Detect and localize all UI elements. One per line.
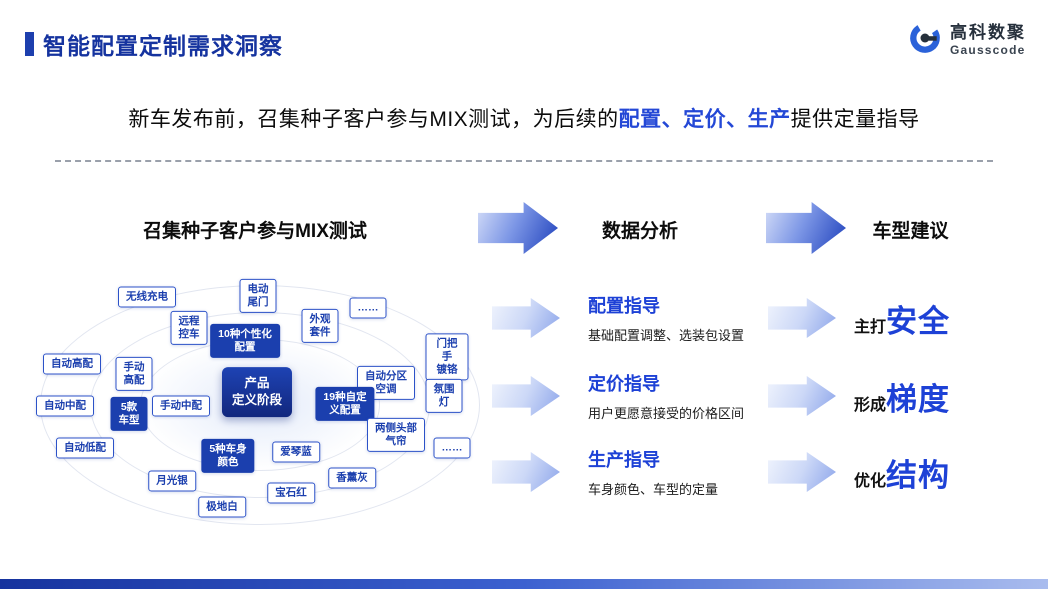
flow-arrow-icon: [478, 202, 558, 254]
diagram-node: 外观 套件: [301, 308, 339, 344]
suggestion-keyword: 安全: [886, 303, 951, 339]
divider-dashed-line: [55, 160, 993, 162]
subtitle-pre: 新车发布前，召集种子客户参与MIX测试，为后续的: [128, 108, 619, 131]
diagram-node: 手动中配: [152, 395, 210, 417]
diagram-node: 手动 高配: [115, 356, 153, 392]
flow-header-data-analysis: 数据分析: [601, 221, 678, 242]
flow-header-mix-test: 召集种子客户参与MIX测试: [143, 221, 367, 242]
brand-logo: 高科数聚 Gausscode: [907, 18, 1026, 57]
suggestion-keyword: 梯度: [886, 381, 951, 417]
brand-text: 高科数聚 Gausscode: [950, 18, 1026, 57]
subtitle-post: 提供定量指导: [790, 108, 920, 131]
bottom-accent-bar: [0, 579, 1048, 589]
diagram-node: 宝石红: [267, 482, 315, 504]
analysis-title: 生产指导: [588, 450, 660, 470]
step-arrow-icon: [492, 298, 560, 338]
analysis-row-pricing: 定价指导 用户更愿意接受的价格区间 形成 梯度: [492, 364, 1024, 428]
step-arrow-icon: [492, 376, 560, 416]
analysis-text-production: 生产指导 车身颜色、车型的定量: [588, 446, 760, 498]
analysis-text-config: 配置指导 基础配置调整、选装包设置: [588, 292, 760, 344]
diagram-node: 爱琴蓝: [272, 441, 320, 463]
diagram-node-category-config: 10种个性化 配置: [210, 323, 280, 359]
diagram-node: 自动低配: [56, 437, 114, 459]
diagram-node: 香薰灰: [328, 467, 376, 489]
diagram-center-node: 产品 定义阶段: [221, 367, 293, 417]
diagram-node-category-models: 5款 车型: [110, 396, 148, 432]
analysis-row-production: 生产指导 车身颜色、车型的定量 优化 结构: [492, 440, 1024, 504]
diagram-node: 自动分区 空调: [357, 365, 415, 401]
diagram-node: 两侧头部 气帘: [367, 417, 425, 453]
suggestion-prefix: 主打: [854, 318, 887, 336]
suggestion-prefix: 形成: [854, 396, 887, 414]
subtitle-highlight: 配置、定价、生产: [618, 108, 791, 131]
diagram-node: 自动高配: [43, 353, 101, 375]
suggestion-keyword: 结构: [886, 457, 951, 493]
diagram-node: 氛围 灯: [425, 378, 463, 414]
flow-arrow-icon: [766, 202, 846, 254]
gausscode-logo-icon: [910, 22, 940, 53]
diagram-node-category-colors: 5种车身 颜色: [201, 438, 255, 474]
suggestion-safety: 主打 安全: [854, 296, 1024, 341]
page-title: 智能配置定制需求洞察: [43, 33, 283, 59]
diagram-node: 门把手 镀铬: [425, 333, 469, 381]
analysis-row-config: 配置指导 基础配置调整、选装包设置 主打 安全: [492, 286, 1024, 350]
analysis-title: 配置指导: [588, 296, 660, 316]
analysis-text-pricing: 定价指导 用户更愿意接受的价格区间: [588, 370, 760, 422]
analysis-title: 定价指导: [588, 374, 660, 394]
diagram-node-category-custom-config: 19种自定 义配置: [315, 386, 375, 422]
diagram-node: 电动 尾门: [239, 278, 277, 314]
diagram-node: 极地白: [198, 496, 246, 518]
subtitle: 新车发布前，召集种子客户参与MIX测试，为后续的配置、定价、生产提供定量指导: [0, 103, 1048, 133]
step-arrow-icon: [492, 452, 560, 492]
step-arrow-icon: [768, 298, 836, 338]
diagram-node: 远程 控车: [170, 310, 208, 346]
diagram-node: 自动中配: [36, 395, 94, 417]
analysis-desc: 基础配置调整、选装包设置: [588, 328, 745, 343]
brand-name: 高科数聚: [950, 23, 1026, 42]
title-accent-bar: [25, 32, 34, 56]
diagram-node: 月光银: [148, 470, 196, 492]
suggestion-prefix: 优化: [854, 472, 887, 490]
page-title-block: 智能配置定制需求洞察: [25, 27, 283, 61]
diagram-node: ……: [349, 297, 387, 319]
diagram-node: ……: [433, 437, 471, 459]
suggestion-gradient: 形成 梯度: [854, 374, 1024, 419]
mix-test-diagram: 无线充电 电动 尾门 远程 控车 外观 套件 …… 10种个性化 配置 自动高配…: [30, 255, 490, 545]
suggestion-structure: 优化 结构: [854, 450, 1024, 495]
brand-subname: Gausscode: [950, 43, 1026, 57]
step-arrow-icon: [768, 376, 836, 416]
flow-header-model-suggestion: 车型建议: [872, 221, 949, 242]
step-arrow-icon: [768, 452, 836, 492]
analysis-desc: 用户更愿意接受的价格区间: [588, 406, 745, 421]
analysis-desc: 车身颜色、车型的定量: [588, 482, 719, 497]
diagram-node: 无线充电: [118, 286, 176, 308]
